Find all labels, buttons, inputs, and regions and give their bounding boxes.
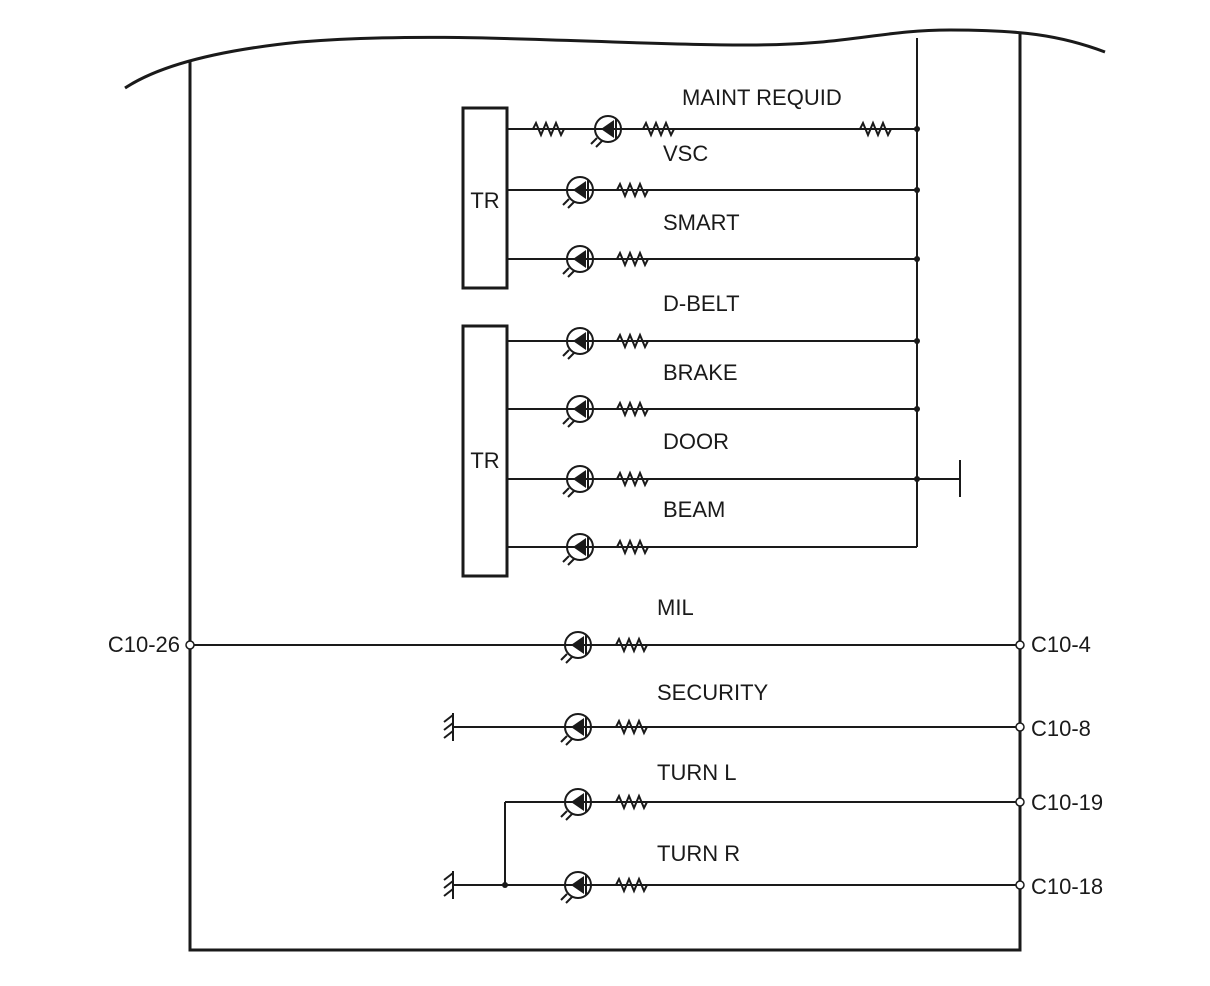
- ground-icon: [443, 871, 454, 899]
- indicator-label: SECURITY: [657, 680, 769, 705]
- resistor-icon: [859, 120, 892, 138]
- resistor-icon: [616, 250, 649, 268]
- ground-icon: [443, 713, 454, 741]
- terminal-label-right: C10-4: [1031, 632, 1091, 657]
- frame-break-line: [124, 28, 1106, 90]
- resistor-icon: [615, 793, 648, 811]
- indicator-beam: BEAM: [507, 497, 917, 566]
- resistor-icon: [532, 120, 565, 138]
- indicator-label: BRAKE: [663, 360, 738, 385]
- resistor-icon: [615, 718, 648, 736]
- led-lamp-icon: [562, 327, 594, 360]
- indicator-door: DOOR: [507, 429, 920, 498]
- led-lamp-icon: [562, 395, 594, 428]
- indicator-smart: SMART: [507, 210, 920, 278]
- indicator-turn-r: TURN R C10-18: [443, 841, 1103, 904]
- indicator-label: SMART: [663, 210, 740, 235]
- terminal-c10-26: [185, 640, 195, 650]
- led-lamp-icon: [562, 465, 594, 498]
- indicator-label: MAINT REQUID: [682, 85, 842, 110]
- indicator-vsc: VSC: [507, 141, 920, 209]
- indicator-turn-l: TURN L C10-19: [504, 760, 1103, 885]
- terminal-label-right: C10-19: [1031, 790, 1103, 815]
- resistor-icon: [615, 636, 648, 654]
- led-lamp-icon: [562, 533, 594, 566]
- terminal-c10-4: [1015, 640, 1025, 650]
- resistor-icon: [616, 470, 649, 488]
- indicator-label: BEAM: [663, 497, 725, 522]
- indicator-label: TURN L: [657, 760, 736, 785]
- tr-block-lower-label: TR: [470, 448, 499, 473]
- resistor-icon: [616, 538, 649, 556]
- led-lamp-icon: [562, 245, 594, 278]
- terminal-label-left: C10-26: [108, 632, 180, 657]
- led-lamp-icon: [562, 176, 594, 209]
- resistor-icon: [642, 120, 675, 138]
- resistor-icon: [616, 332, 649, 350]
- indicator-maint-requid: MAINT REQUID: [507, 85, 920, 148]
- indicator-security: SECURITY C10-8: [443, 680, 1091, 746]
- indicator-label: VSC: [663, 141, 708, 166]
- terminal-c10-19: [1015, 797, 1025, 807]
- tr-block-upper-label: TR: [470, 188, 499, 213]
- led-lamp-icon: [560, 713, 592, 746]
- led-lamp-icon: [560, 871, 592, 904]
- led-lamp-icon: [560, 788, 592, 821]
- indicator-label: DOOR: [663, 429, 729, 454]
- indicator-label: TURN R: [657, 841, 740, 866]
- tr-block-lower: [461, 324, 509, 578]
- indicator-label: MIL: [657, 595, 694, 620]
- indicator-mil: MIL C10-26 C10-4: [108, 595, 1091, 664]
- indicator-d-belt: D-BELT: [507, 291, 920, 360]
- resistor-icon: [616, 181, 649, 199]
- resistor-icon: [616, 400, 649, 418]
- tr-block-upper: [461, 106, 509, 290]
- resistor-icon: [615, 876, 648, 894]
- frame-outline: [188, 32, 1022, 952]
- terminal-c10-18: [1015, 880, 1025, 890]
- terminal-label-right: C10-8: [1031, 716, 1091, 741]
- led-lamp-icon: [560, 631, 592, 664]
- terminal-c10-8: [1015, 722, 1025, 732]
- led-lamp-icon: [590, 115, 622, 148]
- terminal-label-right: C10-18: [1031, 874, 1103, 899]
- indicator-label: D-BELT: [663, 291, 740, 316]
- junction-dot: [502, 882, 508, 888]
- indicator-brake: BRAKE: [507, 360, 920, 428]
